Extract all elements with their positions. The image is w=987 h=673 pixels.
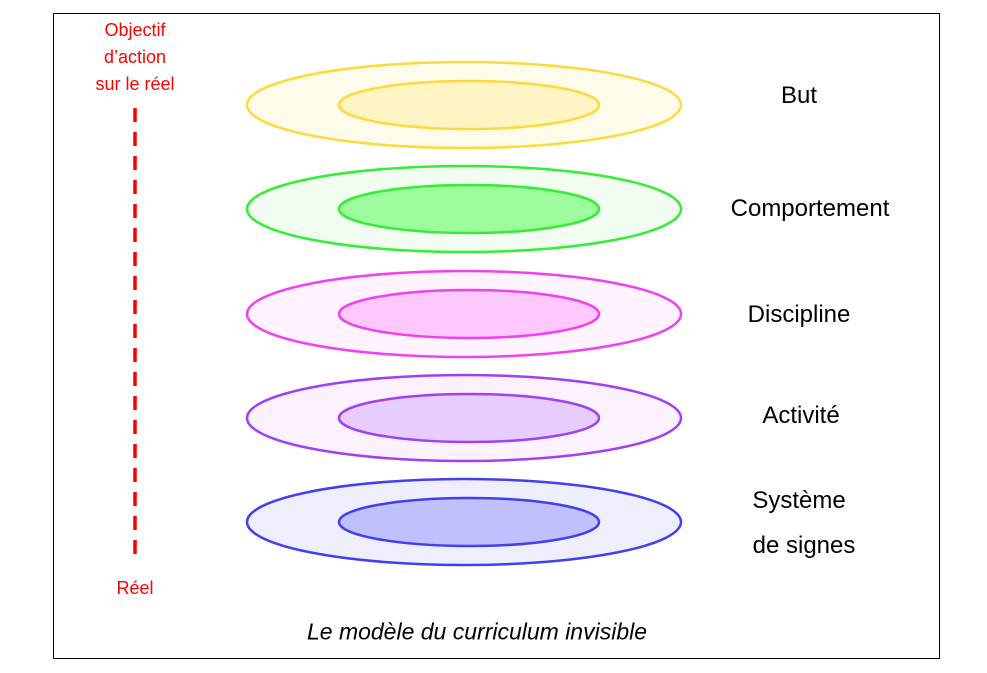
axis-bottom-label: Réel <box>116 578 154 598</box>
axis-top-label-line-2: d’action <box>103 47 167 67</box>
layer-label-systeme: Système <box>752 487 846 514</box>
layer-inner-ellipse <box>337 392 601 444</box>
layer-label-activite: Activité <box>762 402 840 429</box>
axis-top-label-line-3: sur le réel <box>95 74 175 94</box>
layer-label-de-signes: de signes <box>752 532 856 559</box>
layer-label-discipline: Discipline <box>747 301 851 328</box>
diagram-frame <box>53 13 940 659</box>
layer-label-but: But <box>780 82 818 109</box>
layer-inner-ellipse <box>337 183 601 235</box>
layer-inner-ellipse <box>337 288 601 340</box>
diagram-caption: Le modèle du curriculum invisible <box>306 618 648 645</box>
layer-label-comportement: Comportement <box>730 195 890 222</box>
axis-top-label-line-1: Objectif <box>104 20 166 40</box>
layer-inner-ellipse <box>337 79 601 131</box>
layer-inner-ellipse <box>337 496 601 548</box>
